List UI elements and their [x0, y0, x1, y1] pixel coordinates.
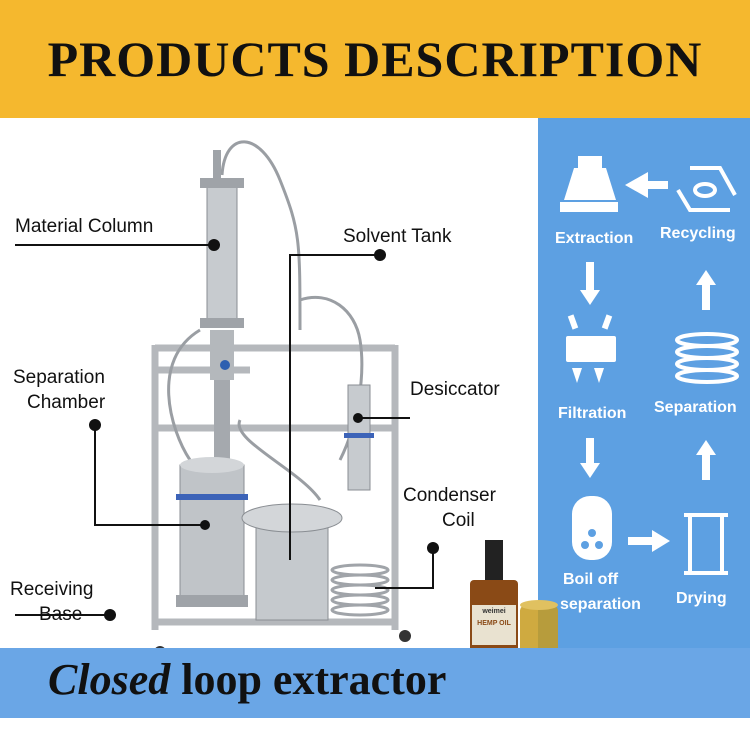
- arrow-right-icon: [652, 530, 670, 552]
- label-material-column: Material Column: [15, 216, 154, 237]
- step-separation: Separation: [654, 399, 737, 416]
- step-boil-off-2: separation: [560, 596, 641, 613]
- recycling-icon: [676, 166, 737, 212]
- arrow-up-icon: [696, 270, 716, 285]
- label-desiccator: Desiccator: [410, 379, 500, 400]
- header-banner: [0, 0, 750, 118]
- separation-chamber: [176, 457, 248, 607]
- drying-icon: [684, 513, 728, 575]
- page-title: PRODUCTS DESCRIPTION: [47, 31, 703, 87]
- step-recycling: Recycling: [660, 225, 736, 242]
- arrow-up-icon: [696, 440, 716, 455]
- step-extraction: Extraction: [555, 230, 634, 247]
- label-receiving-1: Receiving: [10, 579, 94, 600]
- filtration-icon: [566, 314, 616, 383]
- label-receiving-2: Base: [39, 604, 83, 625]
- arrow-left-icon: [625, 172, 648, 198]
- step-drying: Drying: [676, 590, 727, 607]
- desiccator: [344, 384, 374, 491]
- step-filtration: Filtration: [558, 405, 627, 422]
- footer-title-italic: Closed: [48, 655, 171, 704]
- condenser-coil: [330, 563, 390, 617]
- product-name: HEMP OIL: [477, 620, 511, 627]
- label-separation-1: Separation: [13, 367, 105, 388]
- label-condenser-2: Coil: [442, 510, 475, 531]
- separation-icon: [675, 332, 739, 384]
- arrow-down-icon: [580, 463, 600, 478]
- label-condenser-1: Condenser: [403, 485, 496, 506]
- label-separation-2: Chamber: [27, 392, 106, 413]
- step-boil-off-1: Boil off: [563, 571, 619, 588]
- footer-margin: [0, 718, 750, 743]
- hemp-oil-bottle: [470, 540, 518, 660]
- extraction-icon: [560, 156, 618, 212]
- leader-lines: [15, 244, 434, 616]
- material-column: [200, 150, 244, 460]
- footer-title: Closed loop extractor: [48, 654, 446, 705]
- leader-dots: [89, 239, 439, 621]
- boil-off-icon: [572, 496, 612, 560]
- arrow-down-icon: [580, 290, 600, 305]
- frame: [151, 344, 399, 630]
- solvent-tank: [241, 503, 343, 621]
- process-arrows: [580, 172, 716, 552]
- product-brand: weimei: [482, 608, 506, 615]
- label-solvent-tank: Solvent Tank: [343, 226, 452, 247]
- footer-title-rest: loop extractor: [170, 655, 447, 704]
- hoses: [167, 140, 364, 501]
